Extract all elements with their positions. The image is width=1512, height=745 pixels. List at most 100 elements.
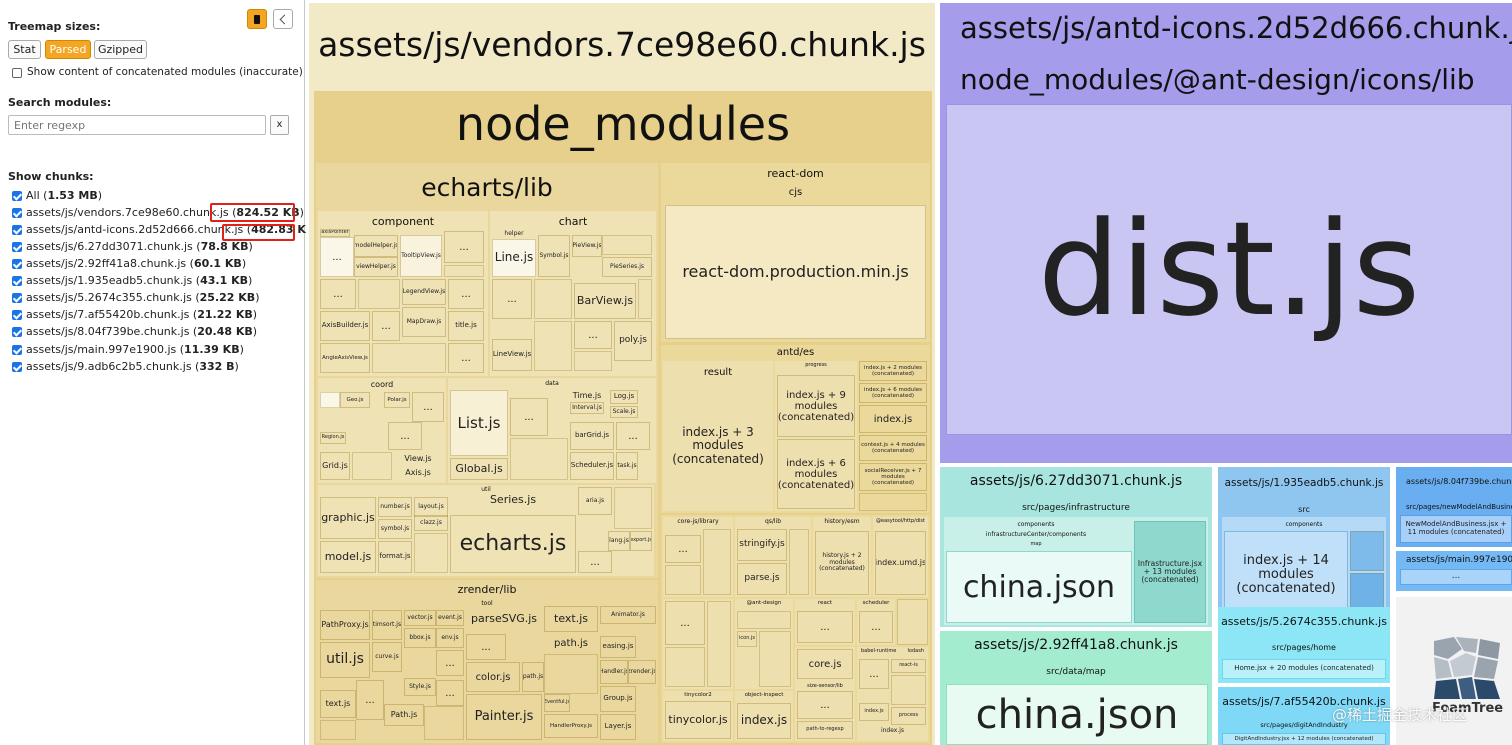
module-cell[interactable]: Path.js <box>384 704 424 726</box>
module-cell[interactable]: Scheduler.js <box>570 452 614 480</box>
qs-group[interactable]: qs/lib stringify.js parse.js <box>735 517 811 597</box>
util-group[interactable]: util graphic.js number.js layout.js symb… <box>318 485 654 576</box>
module-cell[interactable] <box>534 279 572 319</box>
module-cell[interactable]: TooltipView.js <box>400 235 442 277</box>
chunk-checkbox[interactable] <box>12 259 22 269</box>
module-cell[interactable]: Painter.js <box>466 694 542 740</box>
chunk-1-inner[interactable]: components index.js + 14 modules (concat… <box>1222 517 1386 621</box>
module-cell[interactable]: clazz.js <box>414 515 448 531</box>
chunk-checkbox[interactable] <box>12 293 22 303</box>
scheduler-group[interactable]: scheduler ... <box>857 599 895 645</box>
module-cell[interactable]: BarView.js <box>574 283 636 319</box>
module-cell[interactable]: index.umd.js <box>875 531 926 595</box>
core-js-group[interactable]: core-js/library ... <box>663 517 733 597</box>
easytool-group[interactable]: @easytool/http/dist index.umd.js <box>873 517 928 597</box>
vendors-chunk[interactable]: assets/js/vendors.7ce98e60.chunk.js node… <box>309 3 935 745</box>
module-cell[interactable]: View.js <box>404 453 432 463</box>
module-cell[interactable]: graphic.js <box>320 497 376 539</box>
module-cell[interactable]: index.js + 3 modules (concatenated) <box>672 425 764 466</box>
search-input[interactable] <box>8 115 266 135</box>
main-ellipsis-cell[interactable]: ... <box>1400 569 1512 585</box>
module-cell[interactable] <box>320 720 356 740</box>
module-cell[interactable]: ... <box>466 634 506 660</box>
module-cell[interactable]: Polar.js <box>384 392 410 408</box>
module-cell[interactable]: echarts.js <box>450 515 576 573</box>
module-cell[interactable]: AngleAxisView.js <box>320 343 370 373</box>
chart-group[interactable]: chart helper Line.js Symbol.js PieView.j… <box>490 211 656 376</box>
module-cell[interactable] <box>1350 531 1384 571</box>
module-cell[interactable]: Scale.js <box>610 406 638 418</box>
module-cell[interactable]: util.js <box>320 642 370 678</box>
history-group[interactable]: history/esm history.js + 2 modules (conc… <box>813 517 871 597</box>
module-cell[interactable]: format.js <box>378 541 412 573</box>
module-cell[interactable] <box>614 487 652 529</box>
module-cell[interactable]: ... <box>510 398 548 436</box>
parsed-button[interactable]: Parsed <box>45 40 91 59</box>
module-cell[interactable]: HandlerProxy.js <box>544 714 598 738</box>
module-cell[interactable]: List.js <box>450 390 508 456</box>
module-cell[interactable] <box>372 343 446 373</box>
module-cell[interactable]: Grid.js <box>320 452 350 480</box>
module-cell[interactable]: ... <box>388 422 422 450</box>
module-cell[interactable]: ... <box>665 601 705 645</box>
module-cell[interactable] <box>534 321 572 371</box>
babel-runtime-group[interactable]: core.js size-sensor/lib ... path-to-rege… <box>795 647 855 741</box>
module-cell[interactable] <box>665 647 705 687</box>
module-cell[interactable]: ... <box>859 611 893 643</box>
module-cell[interactable]: helper <box>504 229 524 237</box>
module-cell[interactable]: icon.js <box>737 631 757 647</box>
module-cell[interactable] <box>638 279 652 319</box>
module-cell[interactable]: Handler.js <box>600 660 628 684</box>
react-group[interactable]: react ... <box>795 599 855 645</box>
module-cell[interactable]: Region.js <box>320 432 346 444</box>
module-cell[interactable] <box>665 565 701 595</box>
module-cell[interactable] <box>574 351 612 371</box>
module-cell[interactable]: viewHelper.js <box>354 257 398 277</box>
antd-icons-chunk[interactable]: assets/js/antd-icons.2d52d666.chunk.js n… <box>940 3 1512 463</box>
result-group[interactable]: result index.js + 3 modules (concatenate… <box>663 361 773 511</box>
module-cell[interactable]: ... <box>578 551 612 573</box>
module-cell[interactable]: curve.js <box>372 642 402 672</box>
module-cell[interactable]: core.js <box>797 649 853 679</box>
module-cell[interactable]: ... <box>859 659 889 689</box>
search-clear-button[interactable]: x <box>270 115 289 135</box>
chunk-item[interactable]: All (1.53 MB) <box>12 188 302 204</box>
module-cell[interactable]: model.js <box>320 541 376 573</box>
react-dom-group[interactable]: react-dom cjs react-dom.production.min.j… <box>661 163 930 342</box>
chunk-item[interactable]: assets/js/7.af55420b.chunk.js (21.22 KB) <box>12 307 302 323</box>
chunk-item[interactable]: assets/js/main.997e1900.js (11.39 KB) <box>12 342 302 358</box>
module-cell[interactable]: Series.js <box>489 492 537 506</box>
main-chunk[interactable]: assets/js/main.997e1900.js ... <box>1396 551 1512 591</box>
module-cell[interactable] <box>897 599 928 645</box>
module-cell[interactable]: ... <box>436 680 464 706</box>
module-cell[interactable] <box>544 654 598 694</box>
module-cell[interactable]: react-is <box>891 659 926 673</box>
module-cell[interactable]: title.js <box>448 311 484 341</box>
data-group[interactable]: data List.js ... Time.js Log.js Interval… <box>448 378 656 483</box>
module-cell[interactable]: Line.js <box>492 239 536 277</box>
module-cell[interactable]: easing.js <box>600 636 636 658</box>
module-cell[interactable]: bbox.js <box>404 628 436 648</box>
module-cell[interactable]: ... <box>665 535 701 563</box>
module-cell[interactable]: ... <box>412 392 444 422</box>
module-cell[interactable]: export.js <box>630 531 652 551</box>
infrastructure-cell[interactable]: Infrastructure.jsx + 13 modules (concate… <box>1134 521 1206 623</box>
module-cell[interactable]: ... <box>616 422 650 450</box>
chunk-item[interactable]: assets/js/9.adb6c2b5.chunk.js (332 B) <box>12 359 302 375</box>
module-cell[interactable]: ... <box>320 237 354 277</box>
module-cell[interactable]: Interval.js <box>570 402 604 414</box>
tinycolor2-group[interactable]: tinycolor2 tinycolor.js <box>663 691 733 741</box>
module-cell[interactable]: poly.js <box>614 321 652 361</box>
module-cell[interactable]: Eventful.js <box>544 694 570 712</box>
chunk-checkbox[interactable] <box>12 345 22 355</box>
chunk-checkbox[interactable] <box>12 191 22 201</box>
module-cell[interactable]: ... <box>356 680 384 720</box>
module-cell[interactable] <box>510 438 568 480</box>
module-cell[interactable]: index.js <box>737 703 791 739</box>
chunk-2[interactable]: assets/js/2.92ff41a8.chunk.js src/data/m… <box>940 631 1212 745</box>
chunk-checkbox[interactable] <box>12 208 22 218</box>
module-cell[interactable]: index.js <box>859 703 889 721</box>
module-cell[interactable] <box>859 493 927 511</box>
module-cell[interactable]: index.js + 6 modules (concatenated) <box>859 383 927 403</box>
module-cell[interactable]: ... <box>444 231 484 263</box>
